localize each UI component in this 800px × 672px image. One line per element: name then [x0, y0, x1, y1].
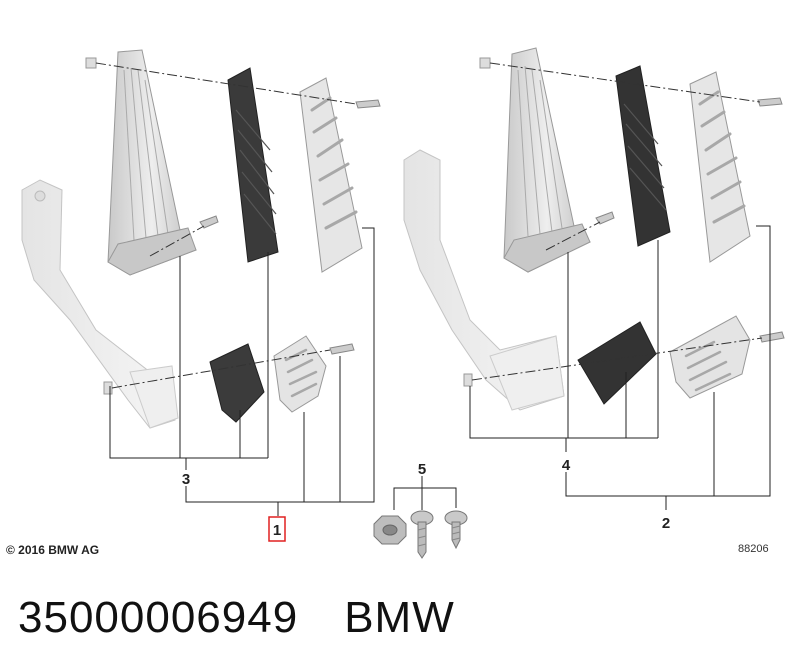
screw-icon: [463, 57, 785, 387]
part-number: 35000006949: [18, 593, 299, 642]
callout-2[interactable]: 2: [662, 515, 670, 532]
right-pedal-set: [403, 47, 785, 510]
hardware-kit: [373, 476, 468, 559]
callout-3[interactable]: 3: [182, 471, 190, 488]
screw-icon: [85, 57, 381, 395]
diagram-reference: 88206: [738, 543, 769, 555]
bolt-icon: [410, 510, 434, 559]
pedal-parts-diagram: 1 2 3 4 5 © 2016 BMW AG 88206: [6, 47, 785, 559]
copyright-text: © 2016 BMW AG: [6, 543, 99, 557]
callout-1[interactable]: 1: [273, 522, 281, 539]
highlight-box: [268, 516, 286, 542]
callout-4[interactable]: 4: [562, 457, 571, 474]
left-pedal-set: [21, 49, 381, 516]
brake-metal-cover: [273, 335, 327, 413]
brake-rubber-pad: [209, 343, 265, 423]
accelerator-rubber-pad: [227, 67, 279, 263]
callout-5[interactable]: 5: [418, 461, 426, 478]
screw-icon: [444, 510, 468, 550]
brake-rubber-pad: [577, 321, 657, 405]
accelerator-rubber-pad: [615, 65, 671, 247]
part-footer: 35000006949 BMW: [18, 588, 455, 648]
brand-name: BMW: [344, 593, 455, 642]
